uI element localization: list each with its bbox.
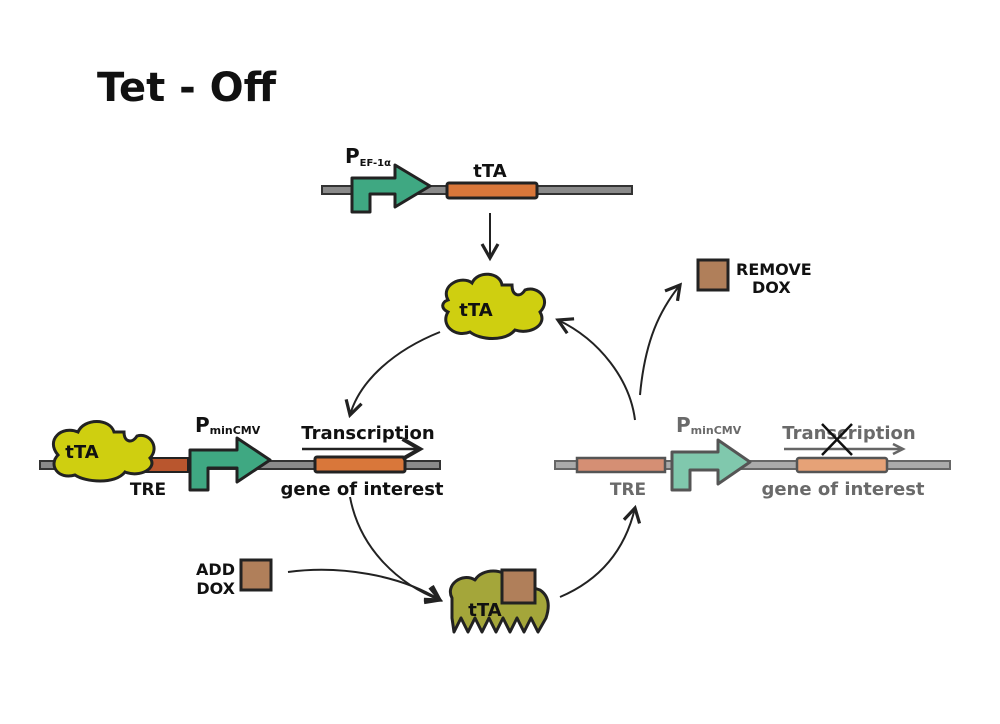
promoter-subscript: minCMV [210,424,261,437]
left-construct-active: tTA TRE PminCMV Transcription gene of in… [39,413,444,500]
promoter-label: P [345,144,360,168]
blocked-x-icon [821,423,853,456]
tre-box [575,456,667,474]
transcription-label: Transcription [301,423,434,444]
left-tta-label: tTA [65,442,98,463]
gene-box [313,455,407,474]
promoter-label: P [676,413,691,437]
bound-tta-label: tTA [468,600,501,621]
tre-label: TRE [130,480,166,500]
binding-arrow [344,331,441,419]
dox-molecule-icon [500,568,537,605]
svg-text:PEF-1α: PEF-1α [345,144,391,169]
dox-release-arrow [639,282,683,396]
remove-dox-line1: REMOVE [736,260,812,279]
dox-molecule-icon [696,258,730,292]
promoter-arrow-icon [188,436,272,492]
dox-molecule-icon [239,558,273,592]
promoter-subscript: EF-1α [360,158,391,169]
title: Tet - Off [97,65,277,111]
dna-strand [554,460,951,470]
tta-gene-box [445,181,539,200]
free-tta-protein: tTA [441,272,547,340]
add-dox-line1: ADD [196,560,235,579]
promoter-arrow-icon [350,163,432,214]
add-dox-arrow [287,568,443,602]
right-construct-inactive: TRE PminCMV Transcription gene of intere… [554,413,951,500]
free-tta-label: tTA [459,300,492,321]
gene-box [795,456,889,474]
remove-dox-return-arrow [555,317,636,421]
svg-text:PminCMV: PminCMV [195,413,261,437]
promoter-label: P [195,413,210,437]
release-arrow [559,504,642,598]
dox-bound-tta: tTA [448,568,550,634]
dox-effect-arrow [349,496,444,605]
tta-gene-label: tTA [473,161,506,182]
add-dox: ADD DOX [196,558,273,598]
top-construct: PEF-1α tTA [321,144,633,214]
promoter-subscript: minCMV [691,424,742,437]
remove-dox: REMOVE DOX [696,258,812,297]
gene-label: gene of interest [280,479,443,500]
add-dox-line2: DOX [196,579,235,598]
tre-label: TRE [610,480,646,500]
gene-label: gene of interest [761,479,924,500]
bound-tta-protein [51,420,156,483]
remove-dox-line2: DOX [752,278,791,297]
transcription-label: Transcription [782,423,915,444]
svg-text:PminCMV: PminCMV [676,413,742,437]
promoter-arrow-icon [670,438,752,492]
